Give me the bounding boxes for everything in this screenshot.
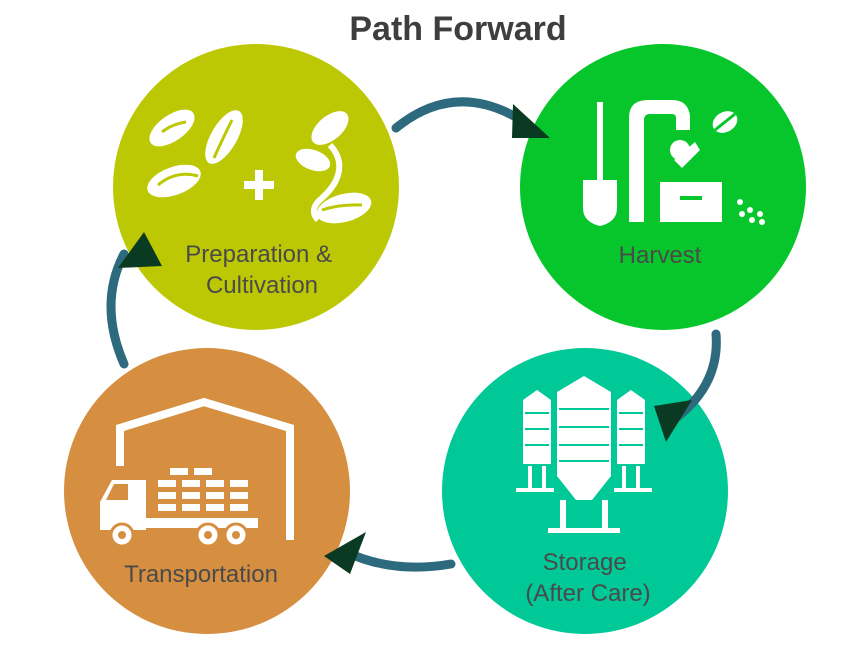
cycle-arrow-heads xyxy=(118,104,692,574)
arrowhead-2 xyxy=(654,400,692,442)
leaves-plus-sprout-icon xyxy=(147,109,372,224)
arrowhead-3 xyxy=(324,532,366,574)
arrowhead-4 xyxy=(118,232,162,268)
stage-harvest: Harvest xyxy=(520,44,806,330)
stage-preparation-cultivation: Preparation & Cultivation xyxy=(113,44,399,330)
grain-silos-icon xyxy=(516,376,652,533)
arrowhead-1 xyxy=(512,104,550,138)
arrow-transport-to-prep xyxy=(106,249,129,369)
warehouse-truck-icon xyxy=(100,397,294,548)
farmer-shovel-crate-icon xyxy=(583,100,765,226)
stage-label-transportation: Transportation xyxy=(124,561,278,588)
stage-label-preparation: Preparation & Cultivation xyxy=(185,241,338,299)
stage-label-harvest: Harvest xyxy=(619,242,702,269)
arrow-storage-to-transport xyxy=(341,547,456,572)
stage-transportation: Transportation xyxy=(64,348,350,634)
stage-storage: Storage (After Care) xyxy=(442,348,728,634)
arrow-prep-to-harvest xyxy=(391,97,526,133)
diagram-title: Path Forward xyxy=(349,10,567,48)
stage-label-storage: Storage (After Care) xyxy=(525,549,650,607)
